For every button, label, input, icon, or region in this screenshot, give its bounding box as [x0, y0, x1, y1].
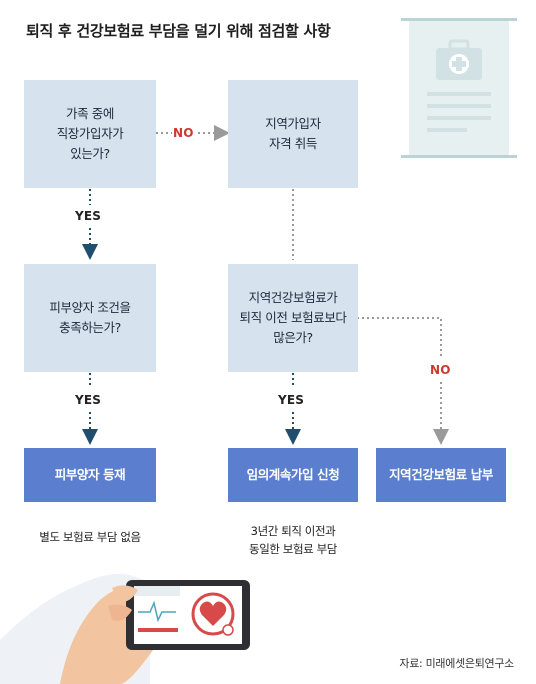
page-title: 퇴직 후 건강보험료 부담을 덜기 위해 점검할 사항 — [26, 22, 331, 40]
regional-status-box: 지역가입자 자격 취득 — [228, 80, 358, 188]
dependent-condition-question: 피부양자 조건을 충족하는가? — [24, 264, 156, 372]
dependent-register-box: 피부양자 등재 — [24, 448, 156, 502]
note-same-premium: 3년간 퇴직 이전과 동일한 보험료 부담 — [249, 524, 337, 556]
edge-label-no-1: NO — [173, 126, 194, 140]
source-credit: 자료: 미래에셋은퇴연구소 — [399, 657, 514, 670]
edge-label-yes-3: YES — [278, 393, 305, 407]
premium-comparison-question: 지역건강보험료가 퇴직 이전 보험료보다 많은가? — [228, 264, 358, 372]
family-employee-question: 가족 중에 직장가입자가 있는가? — [24, 80, 156, 188]
edge-label-yes-2: YES — [75, 393, 102, 407]
connector-no-2a — [357, 317, 442, 358]
edge-label-no-2: NO — [430, 363, 451, 377]
voluntary-continuation-box: 임의계속가입 신청 — [228, 448, 358, 502]
pay-regional-premium-box: 지역건강보험료 납부 — [376, 448, 506, 502]
edge-label-yes-1: YES — [75, 209, 102, 223]
note-no-extra-premium: 별도 보험료 부담 없음 — [39, 530, 141, 544]
